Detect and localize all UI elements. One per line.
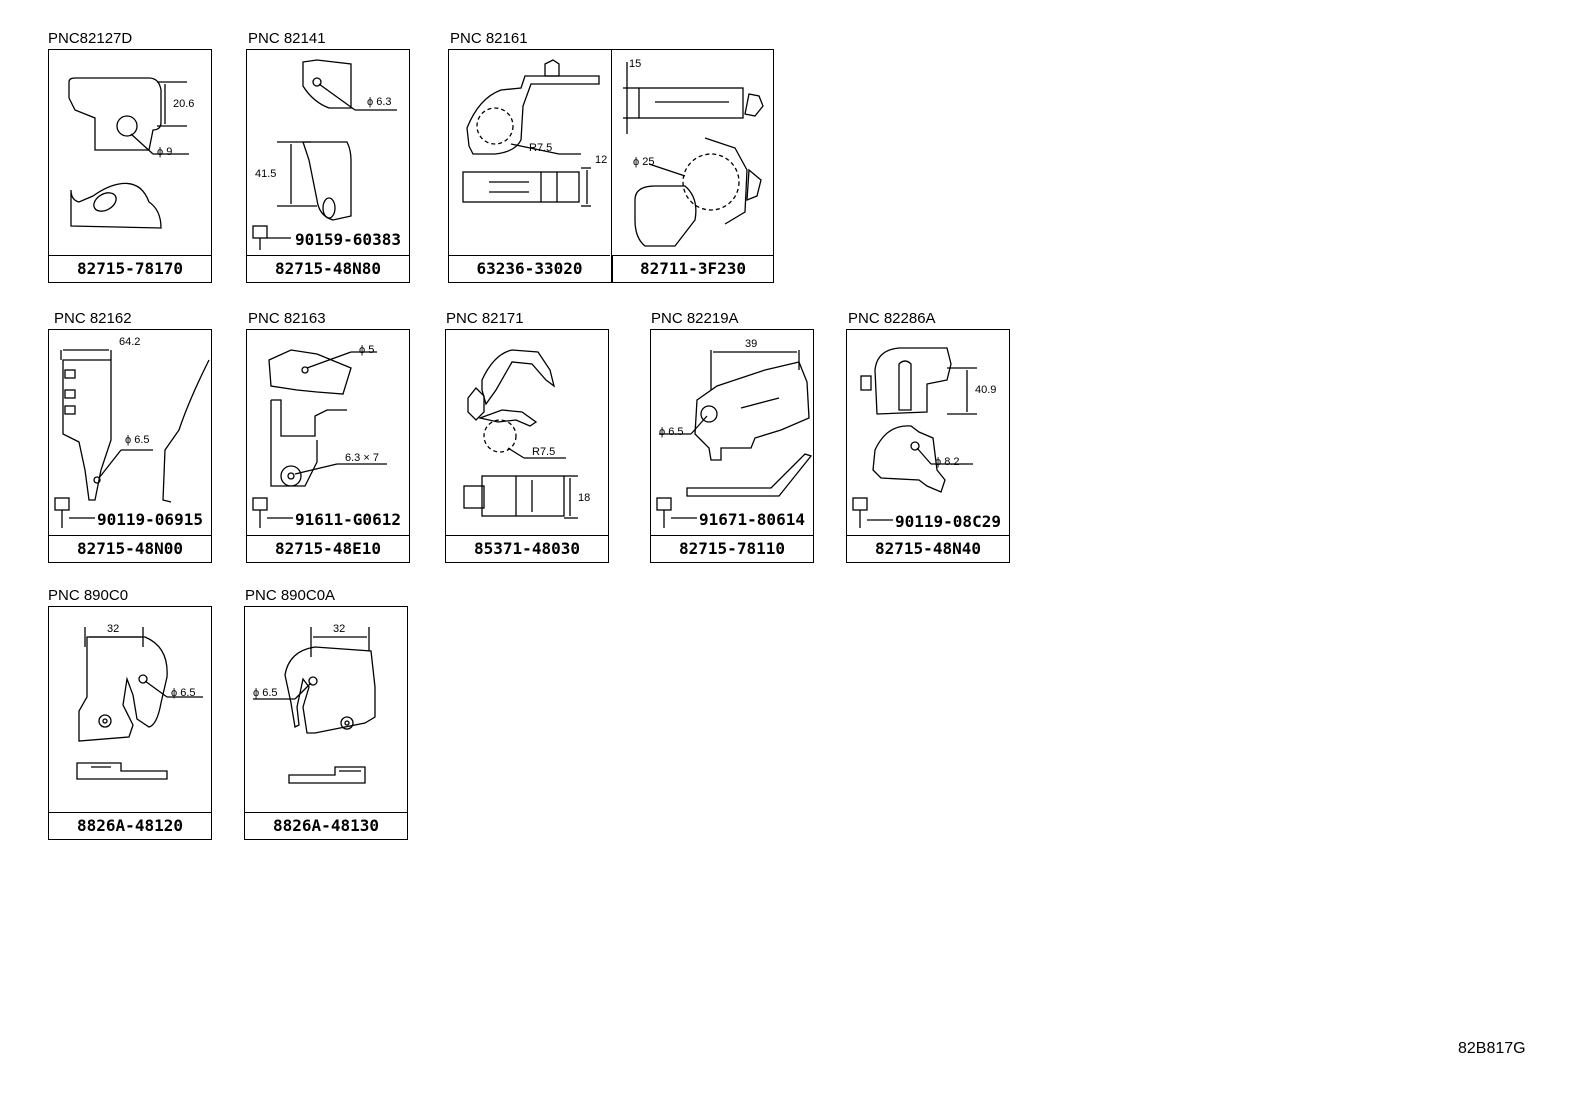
part-number[interactable]: 82715-48E10 bbox=[247, 535, 409, 562]
dim-label: 20.6 bbox=[173, 98, 195, 110]
part-number[interactable]: 82711-3F230 bbox=[612, 255, 773, 282]
part-card[interactable]: R7.5 18 85371-48030 bbox=[445, 329, 609, 563]
dim-label: ϕ 25 bbox=[633, 156, 655, 168]
pnc-label: PNC 82163 bbox=[248, 310, 326, 327]
part-number[interactable]: 85371-48030 bbox=[446, 535, 608, 562]
dim-label: ϕ 6.5 bbox=[659, 426, 684, 438]
dim-label: 18 bbox=[578, 492, 591, 504]
dim-label: 15 bbox=[629, 58, 642, 70]
dim-label: 32 bbox=[107, 623, 120, 635]
dim-label: 32 bbox=[333, 623, 346, 635]
part-number[interactable]: 82715-48N80 bbox=[247, 255, 409, 282]
pnc-label: PNC 82219A bbox=[651, 310, 739, 327]
pnc-label: PNC 82141 bbox=[248, 30, 326, 47]
dim-label: ϕ 8.2 bbox=[935, 456, 960, 468]
dim-label: 39 bbox=[745, 338, 758, 350]
part-number[interactable]: 82715-48N40 bbox=[847, 535, 1009, 562]
diagram-reference: 82B817G bbox=[1458, 1040, 1526, 1057]
part-card[interactable]: 20.6 ϕ 9 82715-78170 bbox=[48, 49, 212, 283]
part-card[interactable]: 40.9 ϕ 8.2 90119-08C29 82715-48N40 bbox=[846, 329, 1010, 563]
pnc-label: PNC82127D bbox=[48, 30, 133, 47]
pnc-label: PNC 82162 bbox=[54, 310, 132, 327]
bracket-drawing bbox=[852, 347, 977, 528]
part-number[interactable]: 82715-78170 bbox=[49, 255, 211, 282]
bracket-drawing bbox=[54, 349, 210, 528]
dim-label: 12 bbox=[595, 154, 608, 166]
part-card[interactable]: ϕ 5 6.3 × 7 91611-G0612 82715-48E10 bbox=[246, 329, 410, 563]
bracket-drawing bbox=[68, 77, 189, 229]
bolt-part-number[interactable]: 91611-G0612 bbox=[295, 510, 401, 529]
part-card[interactable]: 64.2 ϕ 6.5 90119-06915 82715-48N00 bbox=[48, 329, 212, 563]
bracket-drawing bbox=[76, 627, 203, 780]
dim-label: ϕ 6.5 bbox=[253, 687, 278, 699]
bracket-drawing bbox=[656, 350, 813, 528]
bolt-part-number[interactable]: 90159-60383 bbox=[295, 230, 401, 249]
dim-label: R7.5 bbox=[532, 446, 556, 458]
part-number[interactable]: 63236-33020 bbox=[449, 255, 610, 282]
part-card[interactable]: 39 ϕ 6.5 91671-80614 82715-78110 bbox=[650, 329, 814, 563]
bracket-drawing bbox=[252, 349, 387, 528]
bracket-drawing bbox=[253, 627, 376, 784]
dim-label: ϕ 6.5 bbox=[125, 434, 150, 446]
pnc-label: PNC 890C0 bbox=[48, 587, 129, 604]
pnc-label: PNC 82171 bbox=[446, 310, 524, 327]
dim-label: ϕ 5 bbox=[359, 344, 375, 356]
part-number[interactable]: 8826A-48130 bbox=[245, 812, 407, 839]
dim-label: R7.5 bbox=[529, 142, 553, 154]
bolt-part-number[interactable]: 90119-08C29 bbox=[895, 512, 1001, 531]
dim-label: 40.9 bbox=[975, 384, 997, 396]
dim-label: 6.3 × 7 bbox=[345, 452, 379, 464]
divider bbox=[611, 50, 612, 282]
part-number[interactable]: 82715-78110 bbox=[651, 535, 813, 562]
dim-label: 41.5 bbox=[255, 168, 277, 180]
part-number[interactable]: 82715-48N00 bbox=[49, 535, 211, 562]
clamp-drawing bbox=[463, 349, 578, 519]
dim-label: ϕ 9 bbox=[157, 146, 173, 158]
dim-label: ϕ 6.3 bbox=[367, 96, 392, 108]
clamp-drawing bbox=[462, 59, 764, 247]
part-card[interactable]: 32 ϕ 6.5 8826A-48130 bbox=[244, 606, 408, 840]
dim-label: 64.2 bbox=[119, 336, 141, 348]
bracket-drawing bbox=[252, 59, 397, 250]
part-number[interactable]: 8826A-48120 bbox=[49, 812, 211, 839]
pnc-label: PNC 82161 bbox=[450, 30, 528, 47]
part-card[interactable]: 32 ϕ 6.5 8826A-48120 bbox=[48, 606, 212, 840]
bolt-part-number[interactable]: 90119-06915 bbox=[97, 510, 203, 529]
dim-label: ϕ 6.5 bbox=[171, 687, 196, 699]
pnc-label: PNC 890C0A bbox=[245, 587, 336, 604]
part-card[interactable]: R7.5 12 15 ϕ 25 63236-33020 82711-3F230 bbox=[448, 49, 774, 283]
bolt-part-number[interactable]: 91671-80614 bbox=[699, 510, 805, 529]
pnc-label: PNC 82286A bbox=[848, 310, 936, 327]
part-card[interactable]: ϕ 6.3 41.5 90159-60383 82715-48N80 bbox=[246, 49, 410, 283]
